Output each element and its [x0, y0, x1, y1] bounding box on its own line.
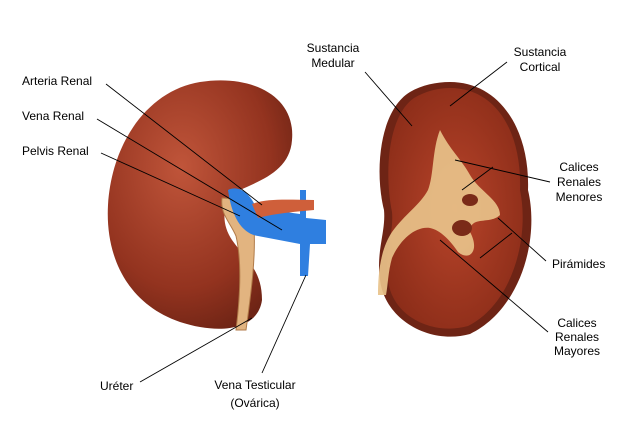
calyx-cavity: [452, 220, 472, 236]
renal-pelvis-shape: [378, 130, 500, 295]
leader-line: [96, 118, 283, 231]
label-vena-testicular: Vena Testicular: [214, 378, 295, 392]
label-piramides: Pirámides: [552, 257, 605, 271]
label-pelvis-renal: Pelvis Renal: [22, 144, 89, 158]
leader-line: [261, 274, 307, 374]
label-sustancia-cortical-2: Cortical: [520, 60, 561, 74]
leader-line: [439, 239, 549, 333]
label-calices-menores-3: Menores: [556, 190, 603, 204]
label-calices-menores-2: Renales: [557, 175, 601, 189]
leader-line: [497, 217, 547, 262]
label-vena-testicular-ovarica: (Ovárica): [230, 396, 279, 410]
label-sustancia-medular-2: Medular: [311, 56, 354, 70]
leader-line: [454, 159, 551, 183]
leader-line: [449, 61, 508, 107]
label-sustancia-cortical: Sustancia: [514, 45, 567, 59]
label-sustancia-medular: Sustancia: [307, 41, 360, 55]
label-calices-mayores-2: Renales: [555, 330, 599, 344]
label-vena-renal: Vena Renal: [22, 109, 84, 123]
label-arteria-renal: Arteria Renal: [22, 74, 92, 88]
label-calices-mayores-3: Mayores: [554, 344, 600, 358]
label-ureter: Uréter: [100, 379, 133, 393]
renal-artery-shape: [252, 199, 314, 218]
leader-line: [100, 152, 241, 217]
label-calices-menores: Calices: [559, 160, 598, 174]
calyx-cavity: [462, 194, 478, 206]
leader-line: [461, 166, 494, 191]
leader-line: [479, 232, 513, 259]
leader-line: [364, 71, 413, 127]
leader-line: [139, 317, 253, 383]
label-calices-mayores: Calices: [557, 316, 596, 330]
leader-line: [105, 83, 263, 206]
